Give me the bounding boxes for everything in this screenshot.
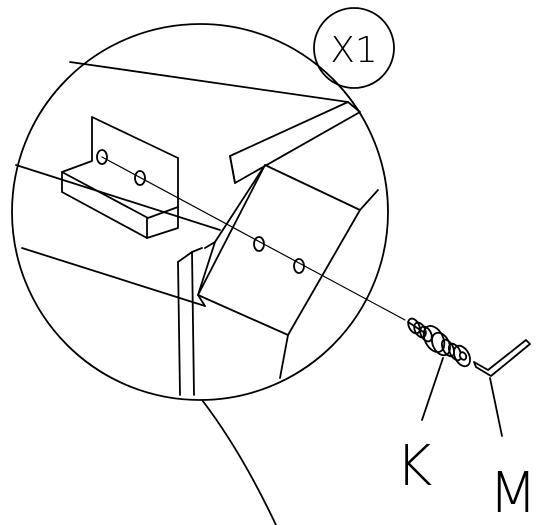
fastener-k [407, 317, 471, 368]
quantity-badge-circle [313, 7, 395, 89]
assembly-axis-line [101, 156, 406, 321]
vertical-post [177, 247, 203, 396]
hex-key-m [473, 339, 531, 377]
detail-leader-line [201, 399, 277, 525]
callout-k-leader [421, 357, 444, 421]
quantity-badge-text: X1 [330, 30, 378, 71]
frame-edges [15, 61, 361, 307]
callout-m-leader [489, 377, 503, 437]
magnified-detail-circle [11, 23, 389, 401]
left-bracket [61, 116, 179, 239]
quantity-badge: X1 [313, 7, 395, 89]
wooden-block [197, 164, 379, 379]
callout-k-label: K [396, 434, 433, 499]
callout-m-label: M [489, 461, 537, 525]
